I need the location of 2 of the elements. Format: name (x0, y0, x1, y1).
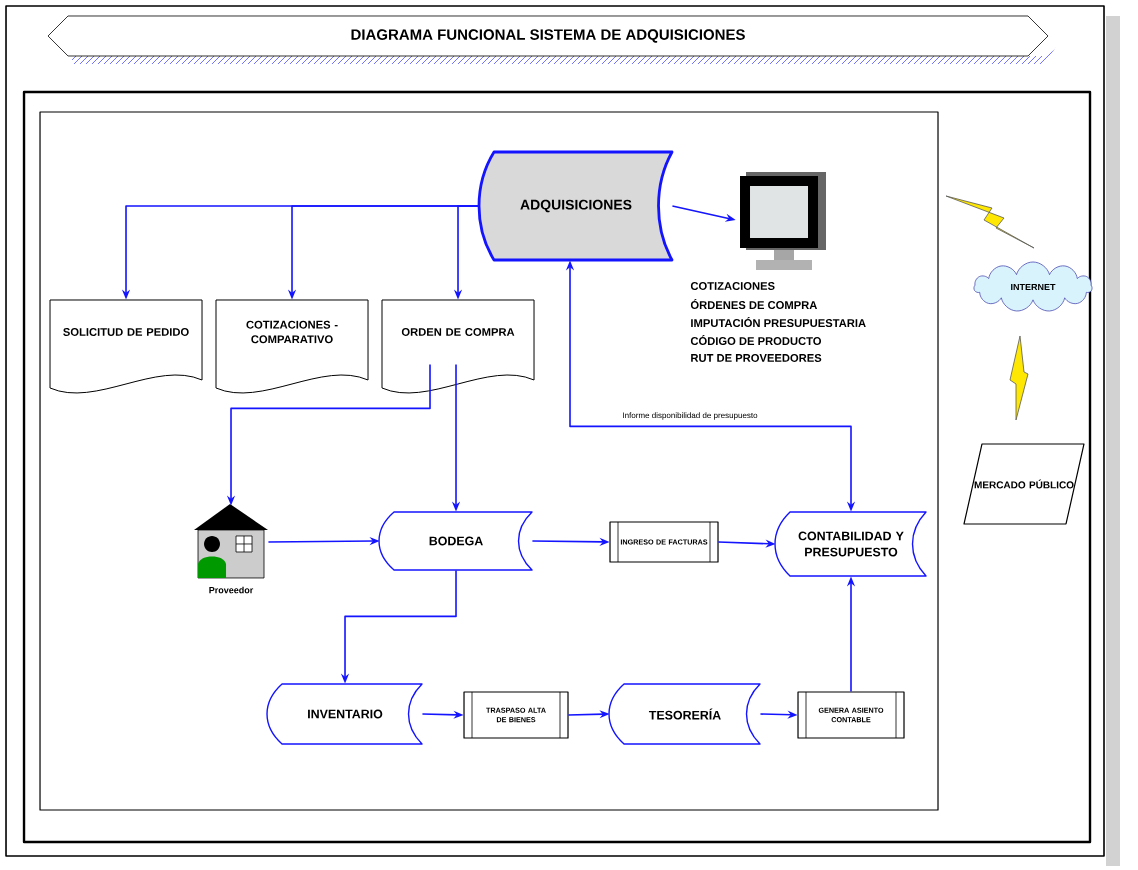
picture (194, 504, 268, 579)
picture (740, 172, 826, 270)
